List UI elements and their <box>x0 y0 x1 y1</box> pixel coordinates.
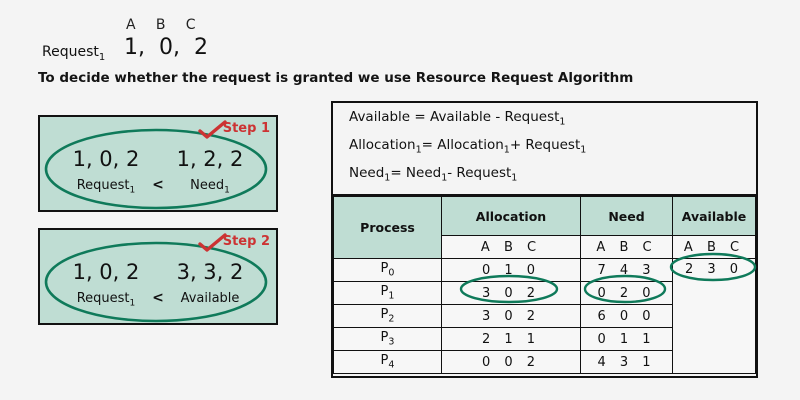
request-label: Request1 <box>42 44 105 63</box>
step-2-right-label-text: Available <box>180 291 240 306</box>
row-4-process-sub: 4 <box>388 359 395 371</box>
row-2-process-text: P <box>380 307 389 323</box>
intro-text: To decide whether the request is granted… <box>38 70 634 86</box>
request-column-headers: A B C <box>126 17 197 33</box>
step-2-left-value: 1, 0, 2 <box>72 260 140 284</box>
step-1-right-label-sub: 1 <box>224 185 230 196</box>
col-header-allocation: Allocation <box>441 196 581 236</box>
row-3-process-sub: 3 <box>388 336 395 348</box>
step-2-operator: < <box>152 290 164 306</box>
step-2-tag: Step 2 <box>222 234 270 249</box>
formula-need-a: Need <box>349 165 385 182</box>
table-row: P2 3 0 2 6 0 0 <box>333 304 756 328</box>
step-1-values: 1, 0, 2 1, 2, 2 <box>40 147 276 171</box>
step-1-tag: Step 1 <box>222 121 270 136</box>
resource-request-panel: Available = Available - Request1 Allocat… <box>331 101 758 378</box>
step-1-left-label: Request1 <box>63 178 149 196</box>
formula-allocation-a: Allocation <box>349 137 416 154</box>
formula-allocation: Allocation1= Allocation1+ Request1 <box>349 137 756 156</box>
request-values: 1, 0, 2 <box>124 35 208 60</box>
row-3-allocation: 2 1 1 <box>441 327 581 351</box>
formula-allocation-sub-c: 1 <box>580 144 587 156</box>
table-row: P3 2 1 1 0 1 1 <box>333 327 756 351</box>
row-0-process-sub: 0 <box>388 267 395 279</box>
step-1-right-label-text: Need <box>190 178 225 193</box>
step-1-box: Step 1 1, 0, 2 1, 2, 2 Request1 < Need1 <box>38 115 278 212</box>
row-0-process: P0 <box>333 258 442 282</box>
step-1-labels: Request1 < Need1 <box>40 177 276 196</box>
row-4-allocation: 0 0 2 <box>441 350 581 374</box>
table-row: P4 0 0 2 4 3 1 <box>333 350 756 374</box>
table-row: P0 0 1 0 7 4 3 2 3 0 <box>333 258 756 374</box>
step-1-operator: < <box>152 177 164 193</box>
red-check-icon <box>198 120 227 139</box>
row-0-allocation: 0 1 0 <box>441 258 581 282</box>
step-1-left-label-text: Request <box>76 178 130 193</box>
allocation-table: Process Allocation Need Available A B C … <box>333 196 756 374</box>
col-header-need: Need <box>580 196 673 236</box>
step-1-right-value: 1, 2, 2 <box>176 147 244 171</box>
step-2-box: Step 2 1, 0, 2 3, 3, 2 Request1 < Availa… <box>38 228 278 325</box>
step-2-labels: Request1 < Available <box>40 290 276 309</box>
row-1-process-sub: 1 <box>388 290 395 302</box>
red-check-icon <box>198 233 227 252</box>
formula-allocation-sub-b: 1 <box>503 144 510 156</box>
step-2-right-label: Available <box>167 291 253 306</box>
row-1-allocation: 3 0 2 <box>441 281 581 305</box>
subheader-allocation-abc: A B C <box>441 235 581 259</box>
row-0-need: 7 4 3 <box>580 258 673 282</box>
formula-area: Available = Available - Request1 Allocat… <box>333 103 756 196</box>
row-1-process-text: P <box>380 284 389 300</box>
formula-available: Available = Available - Request1 <box>349 109 756 128</box>
step-1-right-label: Need1 <box>167 178 253 196</box>
row-4-need: 4 3 1 <box>580 350 673 374</box>
step-1-left-value: 1, 0, 2 <box>72 147 140 171</box>
formula-available-sub: 1 <box>559 116 566 128</box>
row-3-need: 0 1 1 <box>580 327 673 351</box>
col-header-process: Process <box>333 196 442 259</box>
formula-need-c: - Request <box>447 165 512 182</box>
row-4-process-text: P <box>380 353 389 369</box>
row-3-process-text: P <box>380 330 389 346</box>
subheader-need-abc: A B C <box>580 235 673 259</box>
row-2-need: 6 0 0 <box>580 304 673 328</box>
formula-need: Need1= Need1- Request1 <box>349 165 756 185</box>
step-2-left-label: Request1 <box>63 291 149 309</box>
step-2-right-value: 3, 3, 2 <box>176 260 244 284</box>
formula-need-sub-b: 1 <box>441 173 448 185</box>
row-0-process-text: P <box>380 261 389 277</box>
request-block: A B C Request1 1, 0, 2 <box>42 8 342 66</box>
formula-allocation-b: = Allocation <box>421 137 504 154</box>
row-2-process: P2 <box>333 304 442 328</box>
row-0-available: 2 3 0 <box>672 258 756 374</box>
row-1-process: P1 <box>333 281 442 305</box>
row-2-process-sub: 2 <box>388 313 395 325</box>
request-label-text: Request <box>42 44 99 60</box>
formula-need-b: = Need <box>390 165 442 182</box>
formula-available-text: Available = Available - Request <box>349 109 560 125</box>
table-header-row: Process Allocation Need Available <box>333 196 756 259</box>
request-label-subscript: 1 <box>98 51 106 63</box>
col-header-available: Available <box>672 196 756 236</box>
step-2-left-label-sub: 1 <box>129 298 136 309</box>
step-1-left-label-sub: 1 <box>129 185 136 196</box>
formula-allocation-c: + Request <box>509 137 581 154</box>
subheader-available-abc: A B C <box>672 235 756 259</box>
row-4-process: P4 <box>333 350 442 374</box>
step-2-left-label-text: Request <box>76 291 130 306</box>
row-3-process: P3 <box>333 327 442 351</box>
step-2-values: 1, 0, 2 3, 3, 2 <box>40 260 276 284</box>
formula-need-sub-c: 1 <box>511 173 518 185</box>
row-1-need: 0 2 0 <box>580 281 673 305</box>
formula-need-sub-a: 1 <box>384 173 391 185</box>
formula-allocation-sub-a: 1 <box>415 144 422 156</box>
row-2-allocation: 3 0 2 <box>441 304 581 328</box>
table-subheader-row: A B C A B C A B C <box>334 235 756 259</box>
